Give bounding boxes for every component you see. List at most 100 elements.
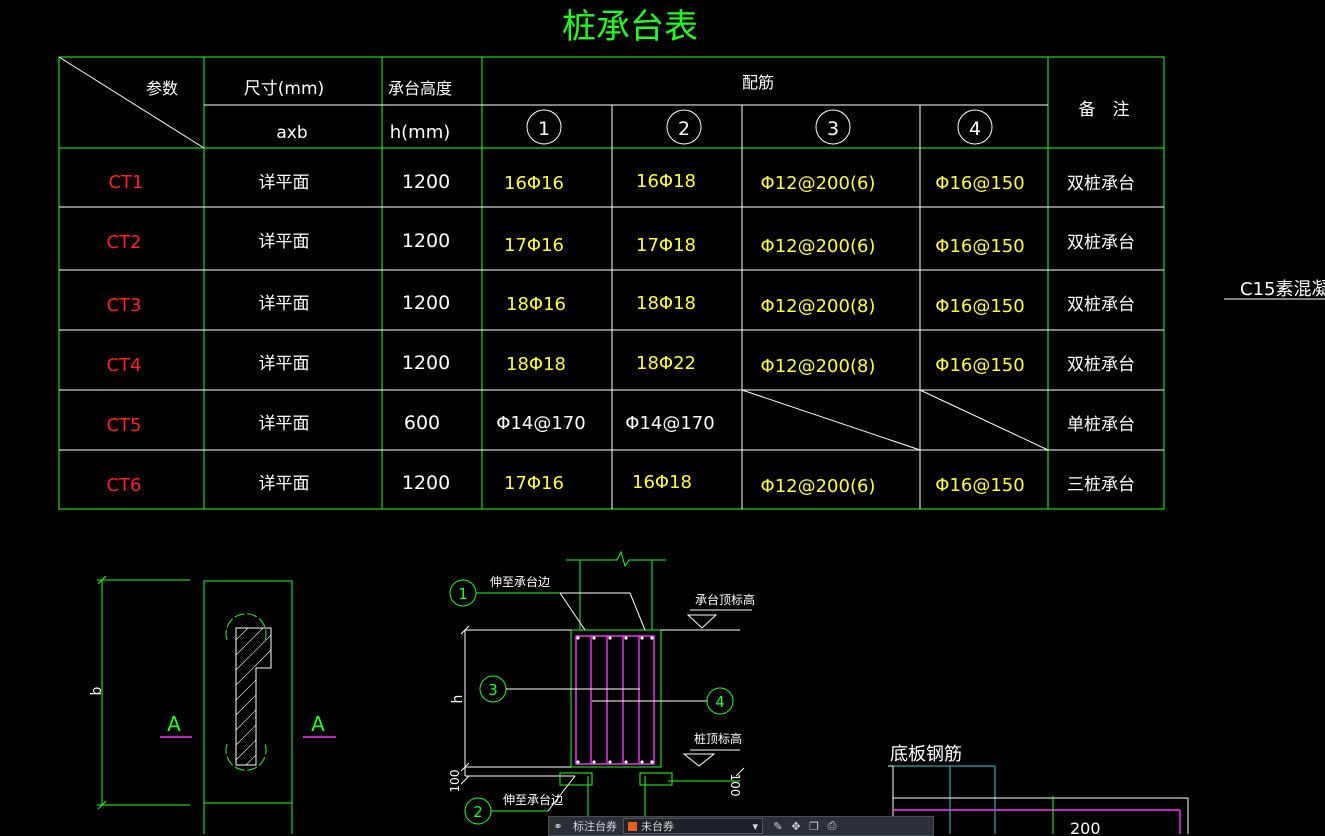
row-rebar-3: Φ12@200(8) bbox=[761, 356, 876, 377]
row-rebar-2: 16Φ18 bbox=[636, 171, 696, 192]
row-rebar-3: Φ12@200(6) bbox=[761, 173, 876, 194]
header-size: 尺寸(mm) bbox=[244, 79, 324, 99]
row-size: 详平面 bbox=[259, 173, 310, 193]
row-rebar-3: Φ12@200(6) bbox=[761, 476, 876, 497]
table-grid bbox=[58, 56, 1165, 510]
row-size: 详平面 bbox=[259, 294, 310, 314]
label-pile-top: 桩顶标高 bbox=[694, 731, 742, 746]
slab-title: 底板钢筋 bbox=[890, 744, 962, 765]
row-height: 1200 bbox=[402, 472, 450, 494]
row-rebar-1: Φ14@170 bbox=[496, 413, 585, 434]
header-remark: 备 注 bbox=[1079, 100, 1130, 120]
table-row-ct6: CT6 详平面 1200 17Φ16 16Φ18 Φ12@200(6) Φ16@… bbox=[106, 472, 1135, 497]
row-id: CT2 bbox=[106, 232, 141, 253]
slab-view: 底板钢筋 200 bbox=[888, 744, 1189, 834]
row-id: CT5 bbox=[106, 415, 141, 436]
row-rebar-1: 16Φ16 bbox=[504, 173, 564, 194]
row-note: 双桩承台 bbox=[1067, 295, 1135, 315]
rebar-col-4: 4 bbox=[969, 118, 981, 140]
row-note: 双桩承台 bbox=[1067, 174, 1135, 194]
row-id: CT1 bbox=[108, 172, 143, 193]
toolbar-label: 标注台券 bbox=[573, 820, 617, 833]
row-height: 1200 bbox=[402, 171, 450, 193]
callout-1: 1 bbox=[458, 585, 468, 603]
row-rebar-1: 17Φ16 bbox=[504, 473, 564, 494]
side-note: C15素混凝土 bbox=[1240, 279, 1325, 300]
row-rebar-4: Φ16@150 bbox=[935, 355, 1024, 376]
section-view: h 100 100 1 伸至承台边 3 4 bbox=[448, 550, 755, 834]
row-rebar-2: Φ14@170 bbox=[625, 413, 714, 434]
dim-h: h bbox=[450, 695, 466, 704]
table-row-ct4: CT4 详平面 1200 18Φ18 18Φ22 Φ12@200(8) Φ16@… bbox=[106, 352, 1135, 377]
section-mark-right: A bbox=[311, 712, 325, 736]
header-height-sub: h(mm) bbox=[390, 122, 451, 143]
slab-value: 200 bbox=[1070, 819, 1101, 834]
edit-icon[interactable]: ✎ bbox=[773, 819, 783, 833]
header-size-sub: axb bbox=[276, 123, 307, 143]
header-rebar: 配筋 bbox=[742, 73, 774, 92]
row-height: 1200 bbox=[402, 352, 450, 374]
row-rebar-3: Φ12@200(6) bbox=[761, 236, 876, 257]
label-extend-bottom: 伸至承台边 bbox=[503, 792, 563, 807]
row-height: 1200 bbox=[402, 292, 450, 314]
print-icon[interactable]: ⎙ bbox=[827, 819, 837, 832]
row-height: 600 bbox=[404, 412, 440, 434]
row-note: 双桩承台 bbox=[1067, 233, 1135, 253]
row-rebar-1: 18Φ16 bbox=[506, 294, 566, 315]
row-size: 详平面 bbox=[259, 354, 310, 374]
rebar-col-3-circle bbox=[815, 109, 851, 145]
layer-color-swatch bbox=[628, 821, 637, 831]
callout-4: 4 bbox=[715, 693, 725, 711]
rebar-col-markers: 1 2 3 4 bbox=[526, 109, 993, 145]
row-note: 三桩承台 bbox=[1067, 475, 1135, 495]
row-rebar-4: Φ16@150 bbox=[935, 296, 1024, 317]
table-row-ct3: CT3 详平面 1200 18Φ16 18Φ18 Φ12@200(8) Φ16@… bbox=[106, 292, 1135, 317]
row-size: 详平面 bbox=[259, 232, 310, 252]
label-cap-top: 承台顶标高 bbox=[695, 592, 755, 607]
row-rebar-3: Φ12@200(8) bbox=[761, 296, 876, 317]
row-rebar-4: Φ16@150 bbox=[935, 236, 1024, 257]
table-row-ct1: CT1 详平面 1200 16Φ16 16Φ18 Φ12@200(6) Φ16@… bbox=[108, 171, 1135, 194]
row-height: 1200 bbox=[402, 230, 450, 252]
copy-icon[interactable]: ❐ bbox=[809, 819, 819, 833]
row-rebar-1: 18Φ18 bbox=[506, 354, 566, 375]
layer-select[interactable]: 未台券 ▾ bbox=[623, 818, 763, 834]
rebar-col-4-circle bbox=[957, 109, 993, 145]
rebar-col-2: 2 bbox=[678, 118, 690, 140]
move-icon[interactable]: ✥ bbox=[791, 819, 801, 833]
chevron-down-icon: ▾ bbox=[752, 819, 758, 833]
row-id: CT6 bbox=[106, 475, 141, 496]
row-note: 双桩承台 bbox=[1067, 355, 1135, 375]
table-row-ct5: CT5 详平面 600 Φ14@170 Φ14@170 单桩承台 bbox=[106, 412, 1135, 436]
dim-b: b bbox=[89, 686, 105, 695]
section-mark-left: A bbox=[167, 712, 181, 736]
row-rebar-2: 17Φ18 bbox=[636, 235, 696, 256]
rebar-col-1-circle bbox=[526, 109, 562, 145]
rebar-col-2-circle bbox=[666, 109, 702, 145]
callout-2: 2 bbox=[473, 803, 483, 821]
row-id: CT3 bbox=[106, 295, 141, 316]
layer-name: 未台券 bbox=[641, 820, 674, 833]
dim-100-left: 100 bbox=[448, 770, 462, 793]
row-size: 详平面 bbox=[259, 414, 310, 434]
dim-100-right: 100 bbox=[728, 774, 742, 797]
row-rebar-4: Φ16@150 bbox=[935, 173, 1024, 194]
row-rebar-1: 17Φ16 bbox=[504, 235, 564, 256]
row-id: CT4 bbox=[106, 355, 141, 376]
row-rebar-4: Φ16@150 bbox=[935, 475, 1024, 496]
header-height: 承台高度 bbox=[388, 79, 452, 98]
link-icon[interactable]: ⚭ bbox=[553, 819, 563, 833]
plan-view: b A A bbox=[89, 575, 336, 834]
row-rebar-2: 16Φ18 bbox=[632, 472, 692, 493]
row-note: 单桩承台 bbox=[1067, 415, 1135, 435]
rebar-col-1: 1 bbox=[538, 118, 550, 140]
row-size: 详平面 bbox=[259, 474, 310, 494]
table-row-ct2: CT2 详平面 1200 17Φ16 17Φ18 Φ12@200(6) Φ16@… bbox=[106, 230, 1135, 257]
cad-toolbar: ⚭ 标注台券 未台券 ▾ ✎ ✥ ❐ ⎙ bbox=[548, 816, 934, 836]
row-rebar-2: 18Φ18 bbox=[636, 293, 696, 314]
row-rebar-2: 18Φ22 bbox=[636, 353, 696, 374]
rebar-col-3: 3 bbox=[827, 118, 839, 140]
header-param: 参数 bbox=[146, 79, 178, 98]
callout-3: 3 bbox=[488, 681, 498, 699]
